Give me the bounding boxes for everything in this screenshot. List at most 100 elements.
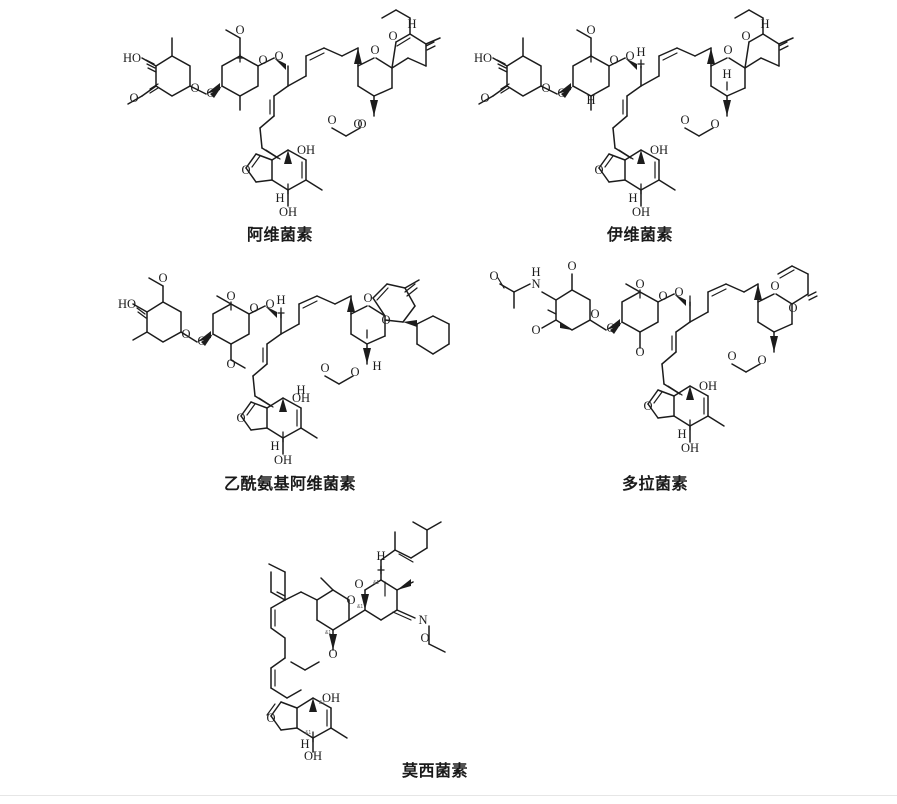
svg-text:OH: OH	[650, 143, 668, 157]
svg-text:O: O	[680, 113, 689, 127]
svg-text:&1: &1	[319, 700, 325, 706]
svg-text:H: H	[276, 293, 285, 307]
svg-text:O: O	[658, 289, 667, 303]
svg-text:O: O	[181, 327, 190, 341]
svg-text:O: O	[370, 43, 379, 57]
svg-text:H: H	[586, 93, 595, 107]
bottom-divider	[0, 795, 897, 796]
svg-text:O: O	[258, 53, 267, 67]
svg-text:H: H	[636, 45, 645, 59]
svg-text:O: O	[190, 81, 199, 95]
svg-text:O: O	[158, 271, 167, 285]
structure-drawing-abamectin: HO O O O O O O O O O O O O OH OH H H	[95, 4, 465, 222]
structure-panel-acetylamino-abamectin: HO O O O O O O O O O O O O OH OH H H	[110, 258, 470, 494]
svg-text:OH: OH	[292, 391, 310, 405]
svg-text:H: H	[531, 265, 540, 279]
svg-text:O: O	[249, 301, 258, 315]
svg-text:O: O	[226, 289, 235, 303]
svg-text:OH: OH	[304, 749, 322, 760]
svg-text:O: O	[320, 361, 329, 375]
svg-text:O: O	[480, 91, 489, 105]
svg-text:O: O	[381, 313, 390, 327]
svg-text:H: H	[300, 737, 309, 751]
svg-text:O: O	[206, 86, 215, 100]
svg-text:H: H	[722, 67, 731, 81]
svg-text:O: O	[643, 399, 652, 413]
svg-text:O: O	[354, 577, 363, 591]
svg-text:O: O	[727, 349, 736, 363]
svg-text:HO: HO	[474, 51, 492, 65]
svg-text:H: H	[628, 191, 637, 205]
svg-text:O: O	[741, 29, 750, 43]
svg-text:N: N	[418, 613, 427, 627]
svg-text:O: O	[531, 323, 540, 337]
svg-text:O: O	[235, 23, 244, 37]
structure-panel-abamectin: HO O O O O O O O O O O O O OH OH H H	[95, 4, 465, 245]
svg-text:O: O	[635, 277, 644, 291]
svg-text:&1: &1	[325, 630, 331, 636]
svg-text:OH: OH	[681, 441, 699, 455]
structure-drawing-doramectin: O N O O O O O O O O O O O O O OH OH	[480, 258, 830, 473]
svg-text:O: O	[590, 307, 599, 321]
svg-text:O: O	[388, 29, 397, 43]
svg-text:OH: OH	[632, 205, 650, 219]
structure-panel-ivermectin: HO O O O O O O O O O O O OH OH H H H	[450, 4, 830, 245]
panel-caption-abamectin: 阿维菌素	[246, 227, 313, 244]
svg-text:HO: HO	[118, 297, 136, 311]
svg-text:&1: &1	[373, 580, 379, 586]
structure-panel-doramectin: O N O O O O O O O O O O O O O OH OH	[480, 258, 830, 494]
svg-text:&1: &1	[357, 604, 363, 610]
svg-text:H: H	[296, 383, 305, 397]
panel-caption-moxidectin: 莫西菌素	[401, 763, 468, 780]
svg-text:O: O	[635, 345, 644, 359]
svg-text:H: H	[407, 17, 416, 31]
svg-text:HO: HO	[123, 51, 141, 65]
structure-drawing-ivermectin: HO O O O O O O O O O O O OH OH H H H	[450, 4, 830, 222]
svg-text:O: O	[266, 711, 275, 725]
svg-text:O: O	[557, 86, 566, 100]
svg-text:O: O	[490, 269, 499, 283]
svg-text:OH: OH	[322, 691, 340, 705]
svg-text:O: O	[236, 411, 245, 425]
svg-text:H: H	[677, 427, 686, 441]
svg-text:H: H	[760, 17, 769, 31]
svg-text:H: H	[376, 549, 385, 563]
svg-text:O: O	[788, 301, 797, 315]
svg-text:O: O	[327, 113, 336, 127]
svg-text:O: O	[609, 53, 618, 67]
svg-text:O: O	[710, 117, 719, 131]
svg-text:O: O	[350, 365, 359, 379]
structure-drawing-moxidectin: O O N O O O OH OH H H &1 &1 &1 &1 &1	[255, 512, 615, 760]
svg-text:O: O	[241, 163, 250, 177]
svg-text:O: O	[274, 49, 283, 63]
structure-panel-moxidectin: O O N O O O OH OH H H &1 &1 &1 &1 &1	[255, 512, 615, 781]
svg-text:O: O	[420, 631, 429, 645]
svg-text:O: O	[363, 291, 372, 305]
panel-caption-doramectin: 多拉菌素	[621, 476, 688, 493]
svg-text:O: O	[606, 321, 615, 335]
svg-text:H: H	[275, 191, 284, 205]
svg-text:O: O	[567, 259, 576, 273]
svg-text:O: O	[541, 81, 550, 95]
svg-text:OH: OH	[699, 379, 717, 393]
svg-text:O: O	[674, 285, 683, 299]
svg-text:O: O	[625, 49, 634, 63]
svg-text:OH: OH	[274, 453, 292, 467]
svg-text:OH: OH	[279, 205, 297, 219]
svg-text:O: O	[757, 353, 766, 367]
svg-text:O: O	[723, 43, 732, 57]
svg-text:O: O	[265, 297, 274, 311]
svg-text:O: O	[586, 23, 595, 37]
svg-text:OH: OH	[297, 143, 315, 157]
panel-caption-ivermectin: 伊维菌素	[606, 227, 673, 244]
svg-text:H: H	[372, 359, 381, 373]
svg-text:&1: &1	[305, 730, 311, 736]
svg-text:O: O	[226, 357, 235, 371]
svg-text:O: O	[346, 593, 355, 607]
svg-text:O: O	[357, 117, 366, 131]
panel-caption-acetylamino-abamectin: 乙酰氨基阿维菌素	[223, 476, 356, 493]
svg-text:H: H	[270, 439, 279, 453]
svg-text:O: O	[129, 91, 138, 105]
svg-text:O: O	[594, 163, 603, 177]
